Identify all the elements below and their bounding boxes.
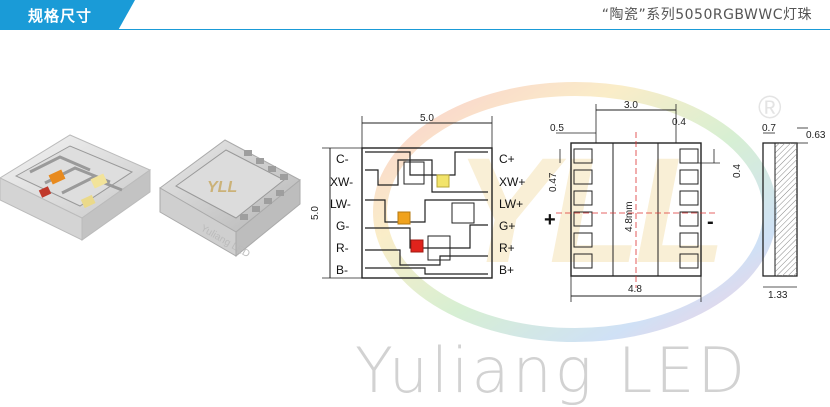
- section-tab-label: 规格尺寸: [28, 7, 93, 25]
- led-photo-open: [0, 134, 152, 241]
- right-pin-labels: C+ XW+ LW+ G+ R+ B+: [499, 152, 525, 277]
- bottom-dim-bottom: 4.8: [628, 284, 642, 295]
- top-view-drawing: [322, 116, 493, 279]
- registered-mark: ®: [758, 89, 782, 125]
- brand-watermark-text: Yuliang LED: [355, 334, 749, 407]
- bottom-view-drawing: [556, 104, 720, 302]
- die-red: [410, 239, 424, 253]
- pin-label-left: XW-: [330, 175, 353, 189]
- top-height-label: 5.0: [310, 206, 321, 220]
- die-warm-white: [436, 174, 450, 188]
- yellow-die: [80, 194, 96, 209]
- led-photo-lensed: YLL Yuliang LED: [159, 139, 301, 260]
- product-title: “陶瓷”系列5050RGBWWC灯珠: [601, 7, 812, 23]
- watermark-logo-letters: YLL: [455, 126, 720, 294]
- left-pin-labels: C- XW- LW- G- R- B-: [330, 152, 353, 277]
- die-amber: [397, 211, 411, 225]
- side-dim-top: 0.7: [762, 123, 776, 134]
- pin-label-right: C+: [499, 152, 515, 166]
- bottom-dim-center: 4.8mm: [624, 201, 635, 232]
- pin-label-left: G-: [336, 219, 349, 233]
- side-dim-right: 0.63: [806, 130, 826, 141]
- bottom-dim-pad-height: 0.47: [548, 172, 559, 192]
- pin-label-right: LW+: [499, 197, 523, 211]
- pin-label-right: XW+: [499, 175, 525, 189]
- bottom-dim-pad-width: 0.5: [550, 123, 564, 134]
- amber-die: [48, 169, 66, 185]
- bottom-dim-top: 3.0: [624, 100, 638, 111]
- polarity-minus: -: [707, 211, 714, 233]
- warm-white-die: [90, 173, 108, 189]
- section-tab: 规格尺寸: [0, 0, 135, 29]
- pin-label-left: LW-: [330, 197, 351, 211]
- pin-label-right: G+: [499, 219, 515, 233]
- pin-label-left: R-: [336, 241, 349, 255]
- bottom-dim-pad-pitch: 0.4: [672, 117, 686, 128]
- bottom-dim-right-pad: 0.4: [732, 164, 743, 178]
- pin-label-left: B-: [336, 263, 348, 277]
- pin-label-right: R+: [499, 241, 515, 255]
- pin-label-left: C-: [336, 152, 349, 166]
- polarity-plus: +: [544, 209, 556, 231]
- side-view-drawing: [762, 127, 808, 288]
- photo-logo: YLL: [207, 179, 237, 196]
- top-width-label: 5.0: [420, 113, 434, 124]
- yll-watermark-logo: YLL ®: [373, 82, 782, 342]
- header-divider: [0, 29, 830, 30]
- pin-label-right: B+: [499, 263, 514, 277]
- side-dim-bottom: 1.33: [768, 290, 788, 301]
- red-die: [38, 186, 52, 198]
